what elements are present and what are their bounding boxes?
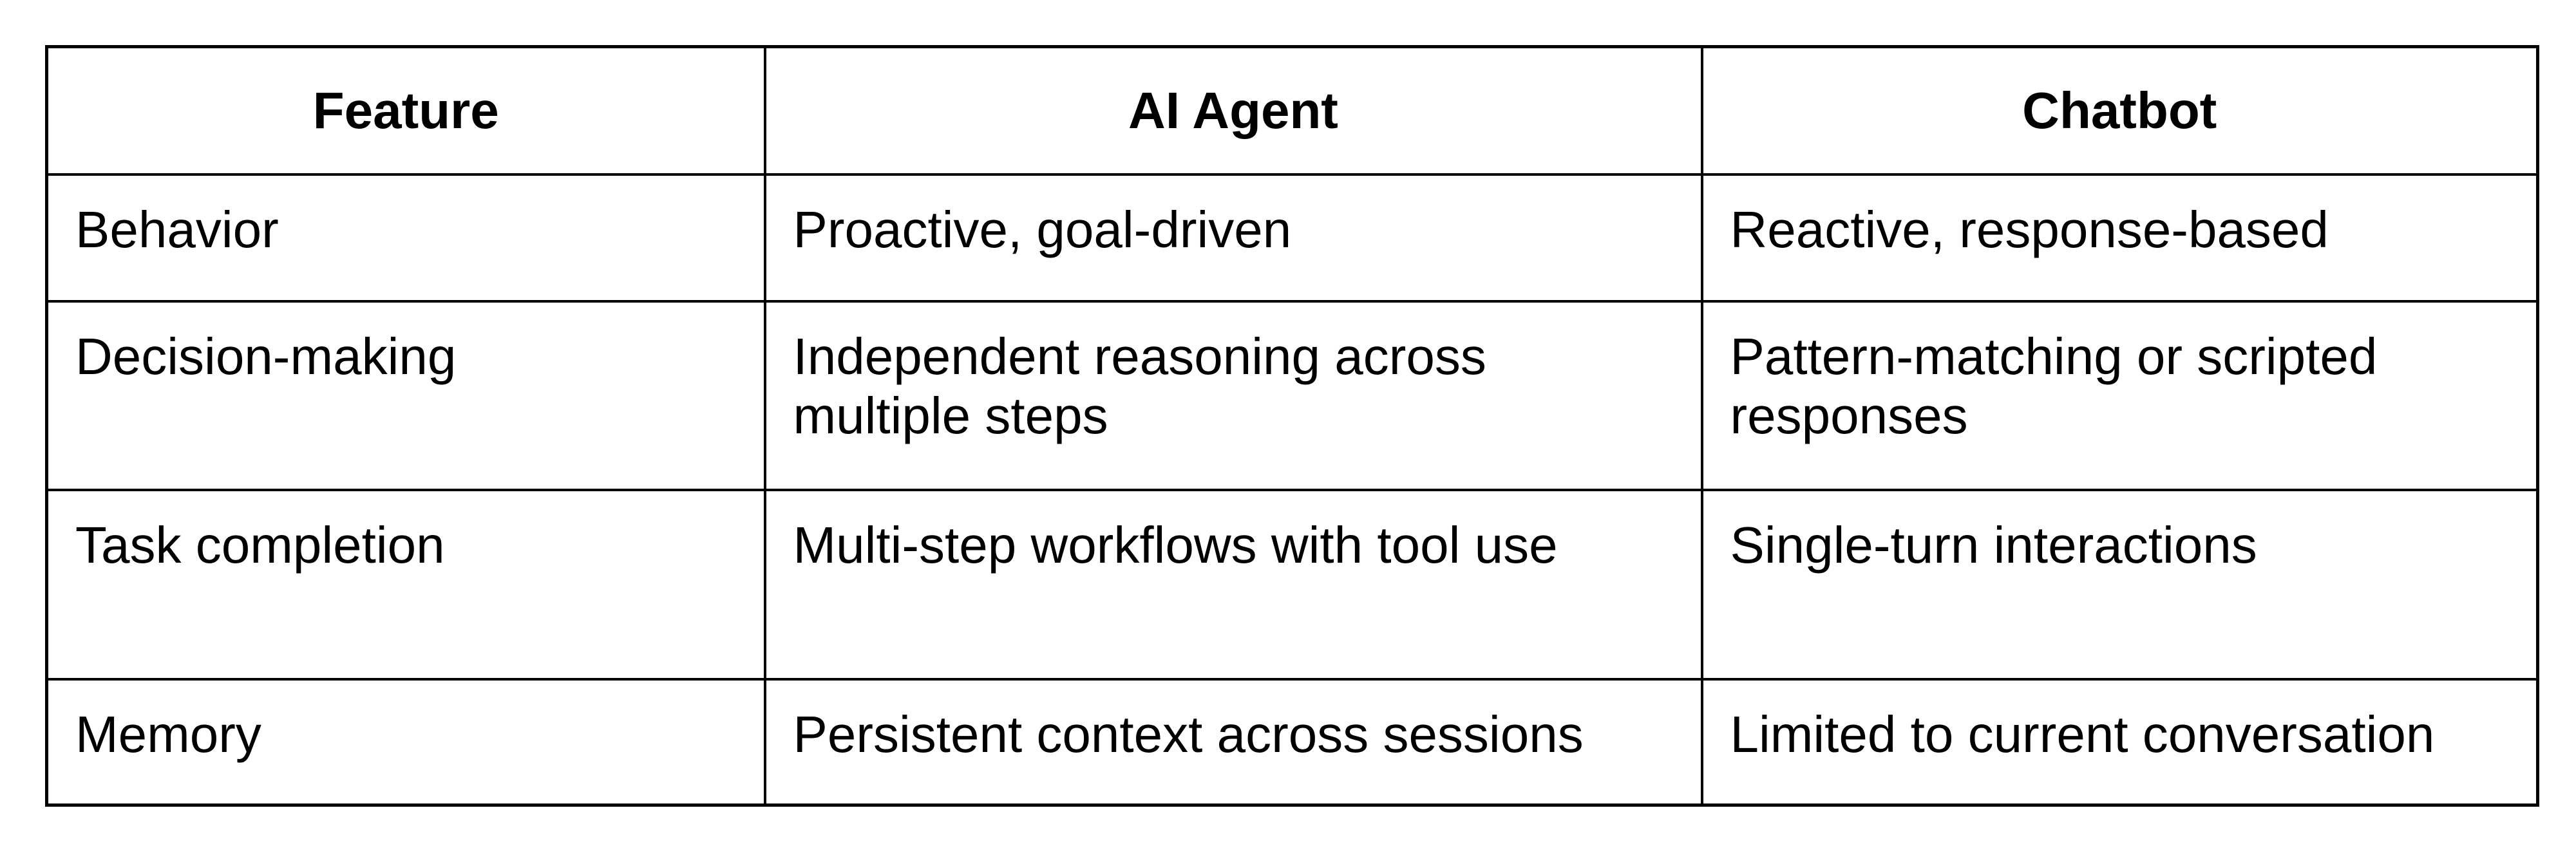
cell-behavior-ai-agent: Proactive, goal-driven [763, 173, 1703, 303]
table-row-decision-making: Decision-making Independent reasoning ac… [45, 299, 2539, 491]
cell-memory-feature: Memory [45, 677, 766, 807]
comparison-table: Feature AI Agent Chatbot Behavior Proact… [45, 45, 2539, 807]
table-header-row: Feature AI Agent Chatbot [45, 45, 2539, 176]
cell-task-completion-chatbot: Single-turn interactions [1700, 488, 2539, 681]
cell-memory-ai-agent: Persistent context across sessions [763, 677, 1703, 807]
cell-memory-chatbot: Limited to current conversation [1700, 677, 2539, 807]
cell-task-completion-ai-agent: Multi-step workflows with tool use [763, 488, 1703, 681]
table-row-task-completion: Task completion Multi-step workflows wit… [45, 488, 2539, 681]
cell-decision-making-ai-agent: Independent reasoning across multiple st… [763, 299, 1703, 491]
cell-task-completion-feature: Task completion [45, 488, 766, 681]
cell-behavior-chatbot: Reactive, response-based [1700, 173, 2539, 303]
table-row-memory: Memory Persistent context across session… [45, 677, 2539, 807]
cell-decision-making-feature: Decision-making [45, 299, 766, 491]
cell-decision-making-chatbot: Pattern-matching or scripted responses [1700, 299, 2539, 491]
cell-behavior-feature: Behavior [45, 173, 766, 303]
column-header-feature: Feature [45, 45, 766, 176]
table-row-behavior: Behavior Proactive, goal-driven Reactive… [45, 173, 2539, 303]
column-header-chatbot: Chatbot [1700, 45, 2539, 176]
column-header-ai-agent: AI Agent [763, 45, 1703, 176]
